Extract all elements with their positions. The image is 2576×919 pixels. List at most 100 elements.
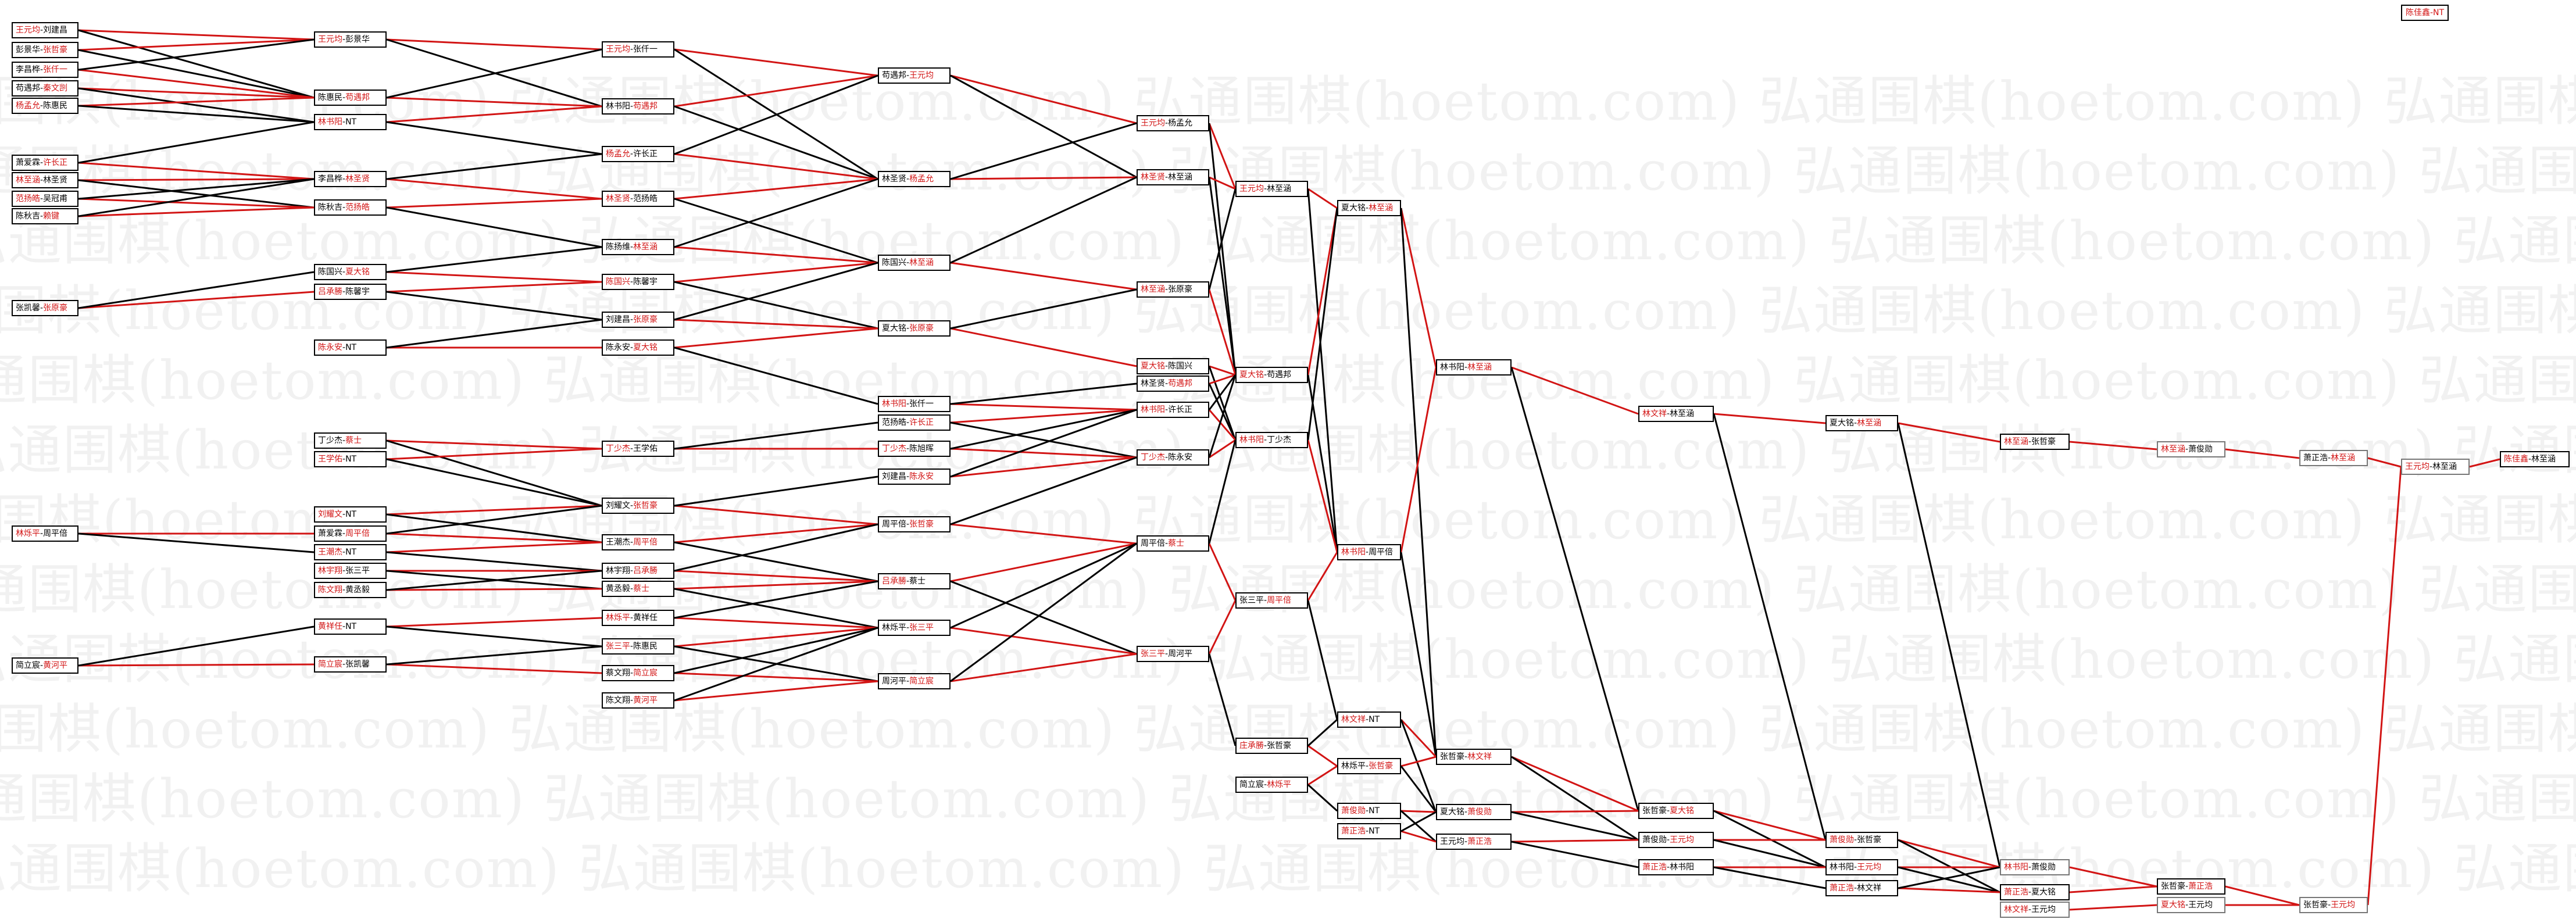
- player-2: 林至涵: [2531, 455, 2556, 464]
- match-box: 林烁平-黄祥任: [602, 610, 674, 626]
- separator: -: [342, 343, 346, 352]
- player-2: 许长正: [1168, 405, 1193, 414]
- player-2: 张哲豪: [43, 45, 68, 55]
- player-2: 张哲豪: [909, 520, 934, 529]
- bracket-line: [386, 105, 602, 123]
- match-box: 夏大铭-林至涵: [1337, 200, 1401, 216]
- bracket-line: [1208, 177, 1237, 376]
- player-2: 萧正浩: [1467, 837, 1492, 846]
- bracket-line: [386, 551, 602, 572]
- player-2: 夏大铭: [345, 267, 370, 277]
- separator: -: [1854, 419, 1857, 428]
- bracket-line: [1208, 374, 1237, 410]
- player-2: 萧正浩: [2188, 882, 2213, 891]
- player-2: 林至涵: [2432, 462, 2457, 471]
- bracket-line: [78, 625, 315, 667]
- match-box: 林圣贤-林至涵: [1137, 169, 1209, 185]
- player-2: 萧俊勋: [2188, 445, 2213, 454]
- bracket-line: [1307, 718, 1338, 747]
- separator: -: [1264, 741, 1267, 750]
- separator: -: [342, 510, 346, 519]
- separator: -: [2328, 453, 2331, 463]
- match-box: 萧正浩-林至涵: [2299, 450, 2368, 466]
- player-2: 吕承勝: [633, 566, 658, 575]
- separator: -: [1464, 837, 1468, 846]
- bracket-line: [674, 570, 878, 582]
- bracket-line: [1208, 123, 1237, 376]
- separator: -: [1667, 806, 1670, 816]
- bracket-line: [1511, 841, 1639, 868]
- match-box: 杨孟允-陈惠民: [12, 98, 78, 114]
- player-2: 黄祥任: [633, 613, 658, 623]
- player-2: 夏大铭: [633, 343, 658, 352]
- match-box: 林书阳-萧俊勋: [2000, 859, 2070, 875]
- bracket-line: [1511, 756, 1639, 812]
- player-1: 陈扬维: [606, 242, 630, 252]
- player-1: 陈惠民: [318, 93, 342, 102]
- player-1: 林宇翔: [606, 566, 630, 575]
- separator: -: [630, 277, 634, 287]
- separator: -: [1854, 884, 1857, 893]
- player-2: 林文祥: [1467, 752, 1492, 761]
- bracket-line: [1713, 839, 1826, 868]
- separator: -: [1165, 285, 1169, 294]
- bracket-line: [674, 523, 878, 543]
- player-1: 王潮杰: [318, 548, 342, 557]
- match-box: 林书阳-丁少杰: [1235, 432, 1308, 448]
- player-2: 林书阳: [1670, 863, 1695, 872]
- player-1: 林烁平: [16, 529, 40, 538]
- player-1: 陈秋吉: [318, 203, 342, 212]
- player-1: 萧俊勋: [1341, 806, 1366, 816]
- match-box: 李昌桦-张仟一: [12, 62, 78, 78]
- separator: -: [342, 93, 346, 102]
- player-1: 林文祥: [2004, 905, 2028, 914]
- bracket-line: [1400, 766, 1437, 813]
- player-2: 陈永安: [909, 472, 934, 481]
- match-box: 林书阳-王元均: [1825, 859, 1898, 875]
- bracket-line: [2367, 466, 2402, 906]
- separator: -: [1667, 409, 1670, 419]
- player-2: 陈馨宇: [345, 287, 370, 296]
- bracket-line: [78, 49, 315, 99]
- match-box: 王潮杰-NT: [314, 544, 387, 560]
- bracket-line: [2069, 885, 2157, 893]
- player-2: NT: [345, 622, 357, 631]
- bracket-line: [950, 456, 1137, 525]
- player-1: 林烁平: [882, 623, 906, 632]
- separator: -: [40, 45, 44, 55]
- player-1: 吕承勝: [318, 287, 342, 296]
- match-box: 张哲豪-林文祥: [1436, 749, 1512, 765]
- player-2: 周平倍: [43, 529, 68, 538]
- player-2: 张凯馨: [345, 660, 370, 669]
- separator: -: [1366, 827, 1369, 836]
- bracket-line: [1400, 756, 1437, 767]
- bracket-line: [78, 29, 315, 41]
- player-2: 萧俊勋: [2031, 863, 2056, 872]
- player-1: 王元均: [1141, 119, 1165, 128]
- bracket-line: [1511, 810, 1639, 813]
- separator: -: [342, 660, 346, 669]
- bracket-line: [950, 523, 1137, 545]
- bracket-line: [674, 246, 878, 264]
- bracket-line: [78, 87, 315, 123]
- player-2: 周平倍: [1369, 548, 1394, 557]
- player-1: 陈国兴: [606, 277, 630, 287]
- bracket-line: [674, 475, 878, 507]
- player-2: 林圣贤: [43, 176, 68, 185]
- bracket-line: [950, 653, 1137, 682]
- match-box: 张三平-周平倍: [1235, 592, 1308, 609]
- player-1: 杨孟允: [16, 101, 40, 110]
- bracket-line: [674, 346, 878, 405]
- player-2: 陈旭晖: [909, 444, 934, 453]
- player-2: 张仟一: [909, 399, 934, 409]
- player-2: 林至涵: [1857, 419, 1882, 428]
- separator: -: [1165, 362, 1169, 371]
- match-box: 刘耀文-NT: [314, 506, 387, 523]
- separator: -: [40, 212, 44, 221]
- bracket-line: [386, 281, 602, 293]
- match-box: 吕承勝-蔡士: [878, 573, 951, 589]
- player-2: 彭景华: [345, 35, 370, 44]
- match-box: 萧正浩-NT: [1337, 823, 1401, 839]
- separator: -: [630, 642, 634, 651]
- player-2: 王元均: [909, 71, 934, 80]
